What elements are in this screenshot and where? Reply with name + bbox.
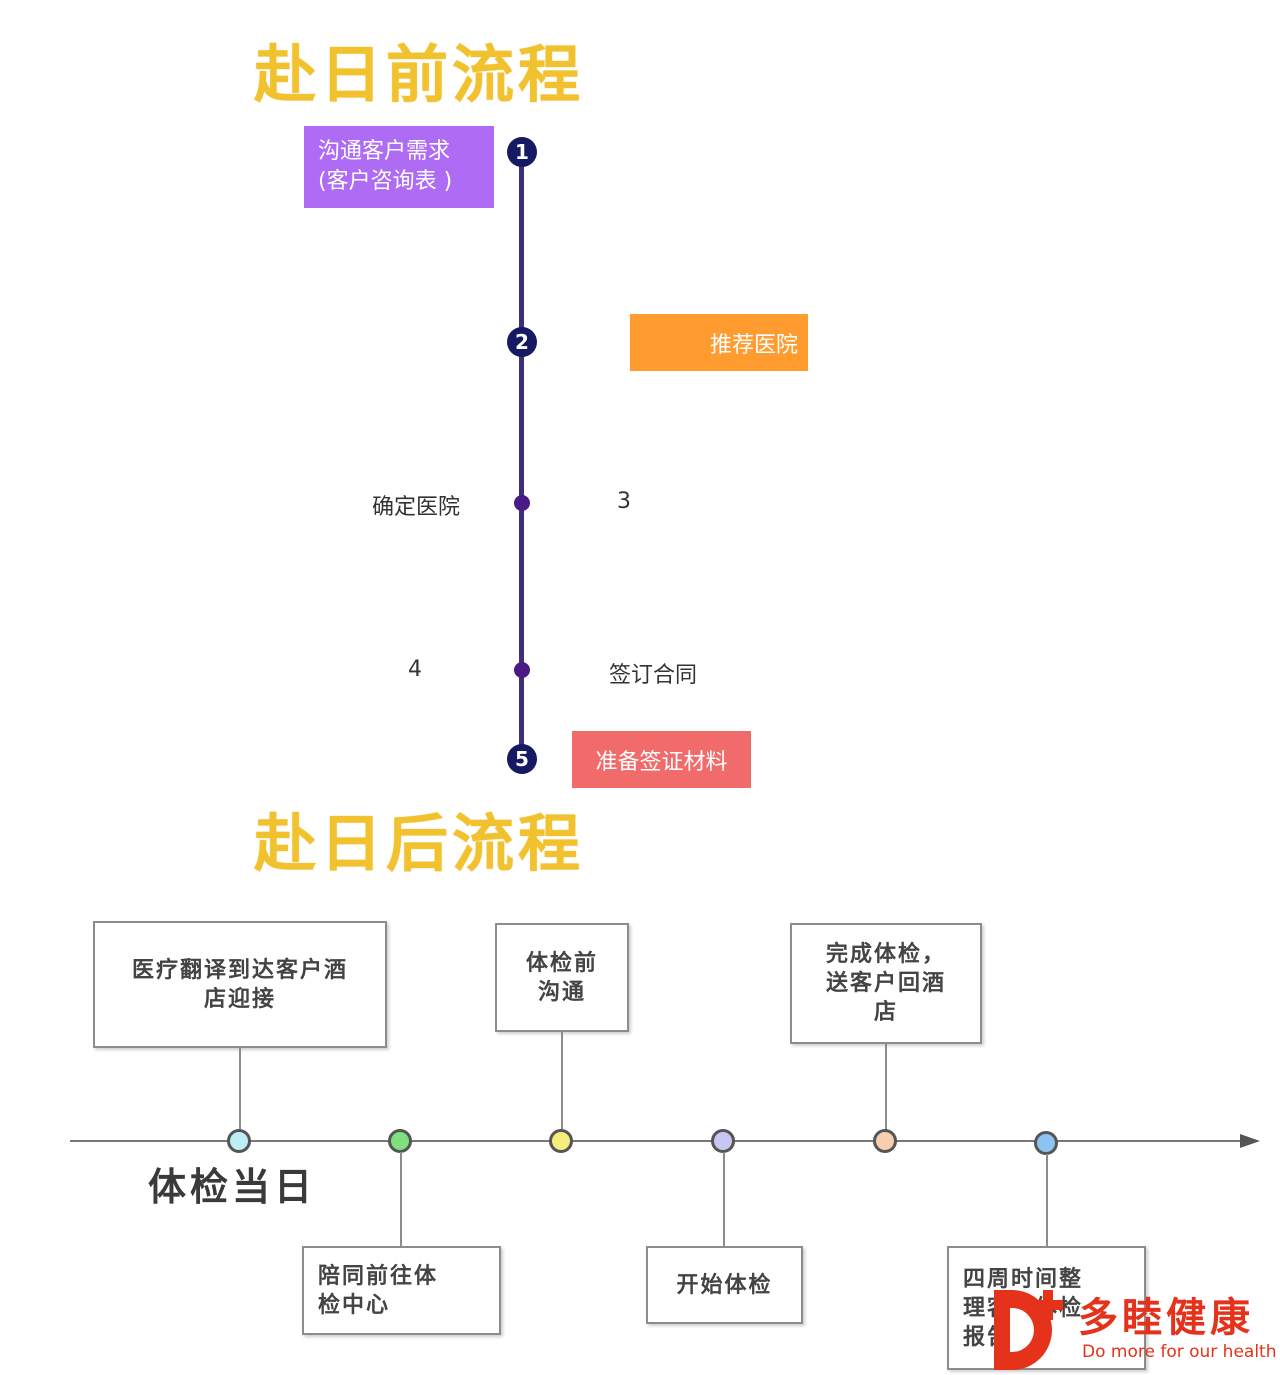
event-1-marker [227,1129,251,1153]
step-2-box: 推荐医院 [630,314,808,371]
post-process-title: 赴日后流程 [254,807,585,880]
step-4-label: 签订合同 [609,663,698,688]
event-1-box: 医疗翻译到达客户酒 店迎接 [93,921,387,1048]
event-5-connector [885,1044,887,1130]
pre-timeline-line [519,150,524,760]
event-4-line1: 开始体检 [676,1272,773,1298]
event-3-line1: 体检前 [525,950,598,976]
event-6-line1: 四周时间整 [963,1266,1084,1292]
step-4-number: 4 [408,657,422,682]
event-6-marker [1034,1131,1058,1155]
event-6-connector [1046,1154,1048,1246]
step-1-label-line2: (客户咨询表 ) [318,169,453,194]
logo-chinese-text: 多睦健康 [1078,1295,1254,1341]
timeline-arrow-icon [1240,1134,1260,1148]
logo-cross-bar [1033,1300,1063,1310]
logo-english-text: Do more for our health [1082,1342,1277,1362]
event-3-line2: 沟通 [537,979,586,1005]
event-1-line2: 店迎接 [203,986,276,1012]
step-1-box: 沟通客户需求 (客户咨询表 ) [304,126,494,208]
step-3-number: 3 [617,489,631,514]
step-5-box: 准备签证材料 [572,731,751,788]
step-2-node: 2 [507,327,537,357]
step-3-label: 确定医院 [372,495,461,520]
step-1-node: 1 [507,137,537,167]
event-1-line1: 医疗翻译到达客户酒 [131,957,348,983]
step-4-node [514,662,530,678]
event-5-line1: 完成体检， [825,942,946,967]
event-2-box: 陪同前往体 检中心 [302,1246,501,1335]
event-5-line2: 送客户回酒 [825,971,946,996]
event-4-marker [711,1129,735,1153]
event-1-connector [239,1048,241,1130]
event-5-box: 完成体检， 送客户回酒 店 [790,923,982,1044]
step-2-label: 推荐医院 [709,332,798,358]
event-2-line2: 检中心 [318,1292,391,1318]
step-3-node [514,495,530,511]
event-3-marker [549,1129,573,1153]
event-4-box: 开始体检 [646,1246,803,1324]
timeline-axis [70,1140,1242,1142]
event-3-connector [561,1032,563,1130]
step-5-node: 5 [507,744,537,774]
event-5-line3: 店 [873,1000,898,1025]
event-2-marker [388,1129,412,1153]
step-1-label-line1: 沟通客户需求 [318,139,451,164]
step-5-label: 准备签证材料 [595,749,728,775]
event-4-connector [723,1152,725,1246]
event-2-line1: 陪同前往体 [318,1263,439,1289]
exam-day-label: 体检当日 [148,1165,317,1209]
pre-process-title: 赴日前流程 [254,38,585,111]
event-5-marker [873,1129,897,1153]
event-3-box: 体检前 沟通 [495,923,629,1032]
event-2-connector [400,1152,402,1246]
